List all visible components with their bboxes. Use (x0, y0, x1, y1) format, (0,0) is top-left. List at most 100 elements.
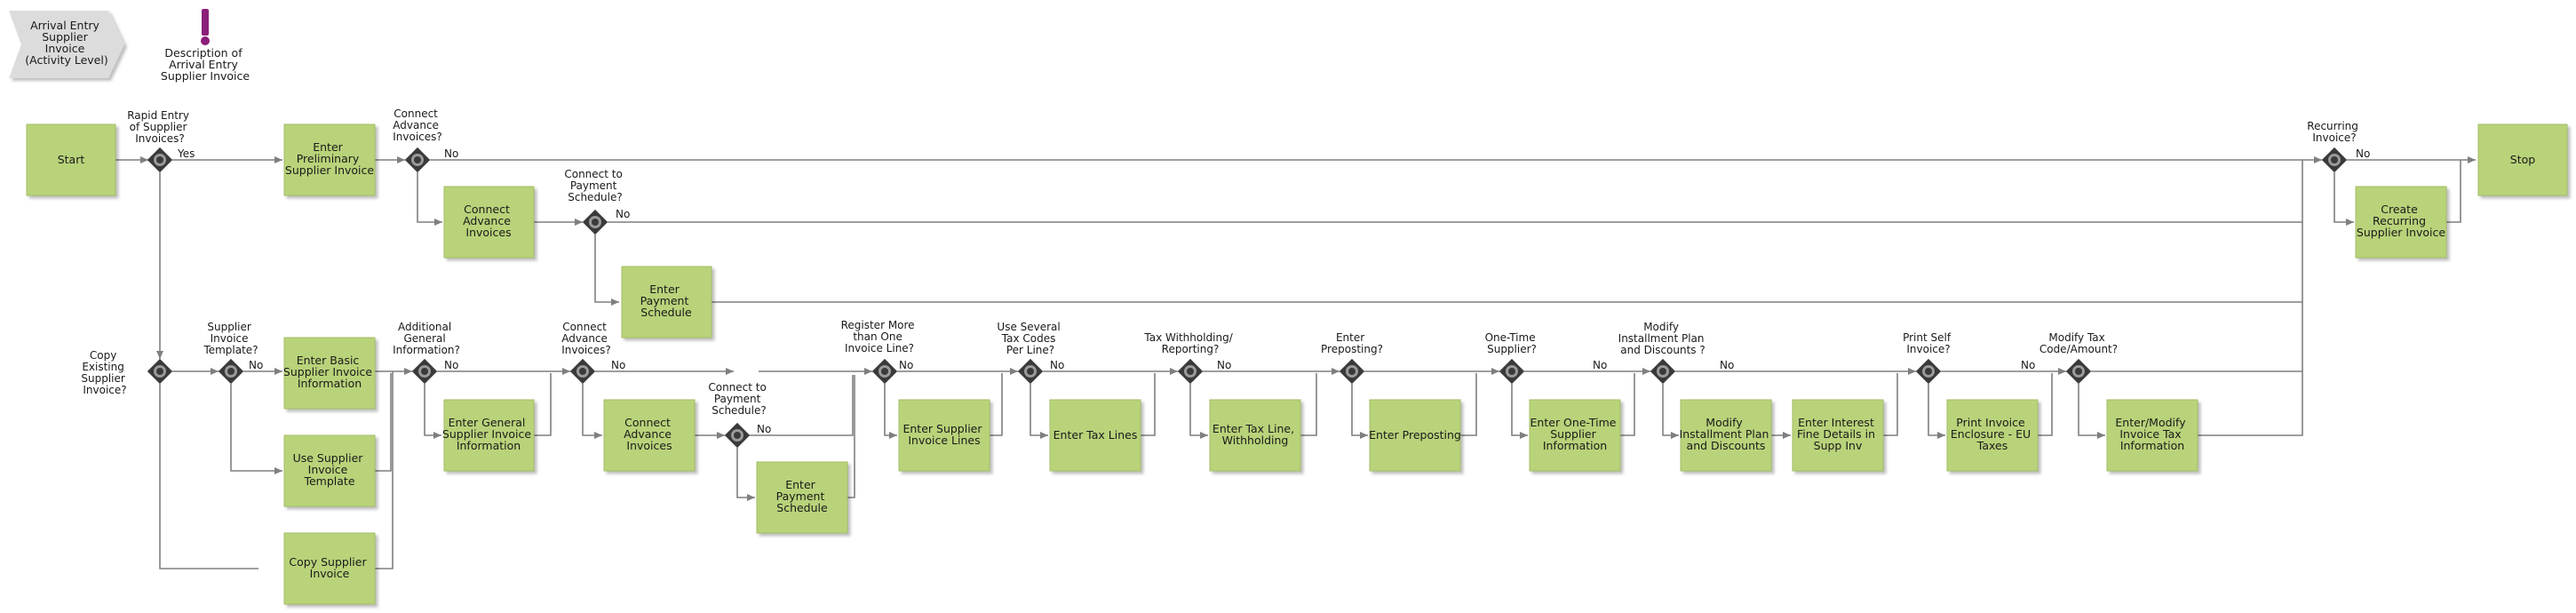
svg-text:Connect Advance: Connect Advance Invoices (463, 203, 514, 239)
gateway-label-supplier-template: Supplier Invoice Template? (203, 321, 258, 356)
activity-enter-preliminary-supplier-invoice[interactable]: Enter Preliminary Supplier Invoice (283, 123, 376, 196)
activity-enter-one-time-supplier-information[interactable]: Enter One-Time Supplier Information (1529, 399, 1621, 472)
gateway-print-self[interactable] (1915, 358, 1942, 385)
svg-text:Enter Preliminary: Enter Preliminary Supplier Invoice (285, 140, 374, 177)
svg-text:Enter Supplier Invoice: Enter Supplier Invoice Lines (902, 422, 985, 447)
gateway-tax-withholding[interactable] (1177, 358, 1204, 385)
gateway-label-connect-advance-bottom: Connect Advance Invoices? (561, 321, 611, 356)
svg-text:Enter Payment: Enter Payment Schedule (776, 478, 829, 514)
gateway-enter-preposting[interactable] (1339, 358, 1365, 385)
gateway-one-time-supplier[interactable] (1499, 358, 1525, 385)
svg-text:Enter/Modify Invoice T: Enter/Modify Invoice Tax Information (2115, 416, 2189, 452)
edge-label-no: No (2021, 359, 2035, 371)
svg-text:Enter Tax Lines: Enter Tax Lines (1053, 428, 1138, 442)
svg-text:Enter Preposting: Enter Preposting (1369, 428, 1461, 442)
activity-enter-basic-supplier-invoice-information[interactable]: Enter Basic Supplier Invoice Information (283, 337, 376, 410)
svg-text:Enter Payment: Enter Payment Schedule (640, 283, 693, 319)
gateway-recurring[interactable] (2321, 147, 2348, 173)
flow-lines (115, 156, 2476, 569)
edge-label-no: No (444, 147, 458, 160)
activity-connect-advance-invoices-top[interactable]: Connect Advance Invoices (443, 186, 535, 259)
gateway-label-additional-general: Additional General Information? (393, 321, 460, 356)
gateway-label-one-time-supplier: One-Time Supplier? (1485, 331, 1539, 355)
gateway-label-recurring: Recurring Invoice? (2307, 120, 2361, 144)
edge-label-no: No (2356, 147, 2370, 160)
gateway-label-copy-existing: Copy Existing Supplier Invoice? (81, 349, 128, 396)
edge-label-no: No (757, 423, 771, 435)
svg-text:Enter One-Time Supplie: Enter One-Time Supplier Information (1530, 416, 1620, 452)
activity-copy-supplier-invoice[interactable]: Copy Supplier Invoice (283, 532, 376, 605)
gateway-label-register-more: Register More than One Invoice Line? (841, 319, 918, 354)
svg-text:Start: Start (58, 153, 85, 166)
edge-label-no: No (899, 359, 913, 371)
gateway-register-more[interactable] (871, 358, 898, 385)
activity-enter-supplier-invoice-lines[interactable]: Enter Supplier Invoice Lines (898, 399, 990, 472)
gateway-use-several-tax[interactable] (1017, 358, 1044, 385)
gateway-connect-payment-top[interactable] (582, 209, 608, 235)
gateway-modify-tax-code[interactable] (2065, 358, 2092, 385)
activity-connect-advance-invoices-bottom[interactable]: Connect Advance Invoices (603, 399, 696, 472)
edge-label-no: No (249, 359, 263, 371)
activity-enter-payment-schedule-top[interactable]: Enter Payment Schedule (621, 266, 712, 338)
activity-create-recurring-supplier-invoice[interactable]: Create Recurring Supplier Invoice (2355, 186, 2447, 259)
edge-label-no: No (616, 208, 630, 220)
exclamation-icon (201, 9, 210, 45)
legend-process-shape (9, 11, 124, 78)
gateway-label-print-self: Print Self Invoice? (1903, 331, 1954, 355)
gateway-label-tax-withholding: Tax Withholding/ Reporting? (1143, 331, 1236, 355)
gateway-label-use-several-tax: Use Several Tax Codes Per Line? (997, 321, 1063, 356)
edge-label-no: No (1720, 359, 1734, 371)
gateway-label-enter-preposting: Enter Preposting? (1321, 331, 1383, 355)
activity-print-invoice-enclosure-eu-taxes[interactable]: Print Invoice Enclosure - EU Taxes (1946, 399, 2039, 472)
gateway-modify-installment[interactable] (1650, 358, 1676, 385)
edge-label-yes: Yes (177, 147, 195, 160)
activities: Start Stop Enter Preliminary Supplier In… (26, 123, 2568, 605)
svg-text:Print Invoice Enclosur: Print Invoice Enclosure - EU Taxes (1951, 416, 2034, 452)
gateway-copy-existing[interactable] (147, 358, 173, 385)
svg-text:Enter Basic Supplier I: Enter Basic Supplier Invoice Information (283, 354, 376, 390)
activity-enter-preposting[interactable]: Enter Preposting (1369, 399, 1461, 472)
activity-start[interactable]: Start (26, 123, 116, 196)
activity-enter-tax-line-withholding[interactable]: Enter Tax Line, Withholding (1209, 399, 1301, 472)
gateway-label-modify-tax-code: Modify Tax Code/Amount? (2039, 331, 2118, 355)
edge-label-no: No (1593, 359, 1607, 371)
gateway-label-connect-payment-top: Connect to Payment Schedule? (564, 168, 625, 203)
edge-label-no: No (1050, 359, 1064, 371)
svg-text:Enter Interest Fine De: Enter Interest Fine Details in Supp Inv (1797, 416, 1879, 452)
activity-use-supplier-invoice-template[interactable]: Use Supplier Invoice Template (283, 434, 376, 507)
activity-enter-tax-lines[interactable]: Enter Tax Lines (1049, 399, 1141, 472)
svg-text:Enter General Supplier: Enter General Supplier Invoice Informati… (442, 416, 535, 452)
svg-text:Connect Advance: Connect Advance Invoices (624, 416, 675, 452)
svg-text:Stop: Stop (2510, 153, 2535, 166)
gateway-rapid-entry[interactable] (147, 147, 173, 173)
gateway-supplier-template[interactable] (218, 358, 244, 385)
svg-text:Enter Tax Line, Withho: Enter Tax Line, Withholding (1212, 422, 1298, 447)
edge-label-no: No (1217, 359, 1231, 371)
activity-stop[interactable]: Stop (2477, 123, 2568, 196)
gateway-connect-advance-bottom[interactable] (569, 358, 596, 385)
svg-text:Modify Installment Pla: Modify Installment Plan and Discounts (1680, 416, 1773, 452)
gateway-label-modify-installment: Modify Installment Plan and Discounts ? (1618, 321, 1708, 356)
svg-text:Use Supplier Invoice: Use Supplier Invoice Template (293, 451, 367, 488)
gateway-label-rapid-entry: Rapid Entry of Supplier Invoices? (127, 109, 193, 145)
gateway-label-connect-payment-bottom: Connect to Payment Schedule? (708, 381, 769, 417)
gateway-connect-advance-top[interactable] (404, 147, 431, 173)
activity-modify-installment-plan-and-discounts[interactable]: Modify Installment Plan and Discounts (1680, 399, 1773, 472)
edge-label-no: No (444, 359, 458, 371)
gateway-labels: Rapid Entry of Supplier Invoices? Connec… (81, 107, 2361, 417)
edge-labels: Yes No No No No No No No No No No No No … (177, 147, 2370, 435)
legend-process-label: Arrival Entry Supplier Invoice (Activity… (25, 19, 107, 67)
legend-description-label: Description of Arrival Entry Supplier In… (161, 46, 250, 83)
svg-text:Create Recurring: Create Recurring Supplier Invoice (2357, 203, 2445, 239)
gateway-label-connect-advance-top: Connect Advance Invoices? (393, 107, 442, 143)
legend: Arrival Entry Supplier Invoice (Activity… (9, 9, 250, 83)
activity-enter-interest-fine-details[interactable]: Enter Interest Fine Details in Supp Inv (1792, 399, 1884, 472)
gateway-connect-payment-bottom[interactable] (724, 422, 751, 449)
activity-enter-payment-schedule-bottom[interactable]: Enter Payment Schedule (756, 461, 848, 534)
gateway-additional-general[interactable] (411, 358, 438, 385)
activity-enter-modify-invoice-tax-information[interactable]: Enter/Modify Invoice Tax Information (2106, 399, 2198, 472)
activity-enter-general-supplier-invoice-information[interactable]: Enter General Supplier Invoice Informati… (442, 399, 535, 472)
svg-text:Copy Supplier Invoice: Copy Supplier Invoice (289, 555, 370, 580)
edge-label-no: No (611, 359, 625, 371)
